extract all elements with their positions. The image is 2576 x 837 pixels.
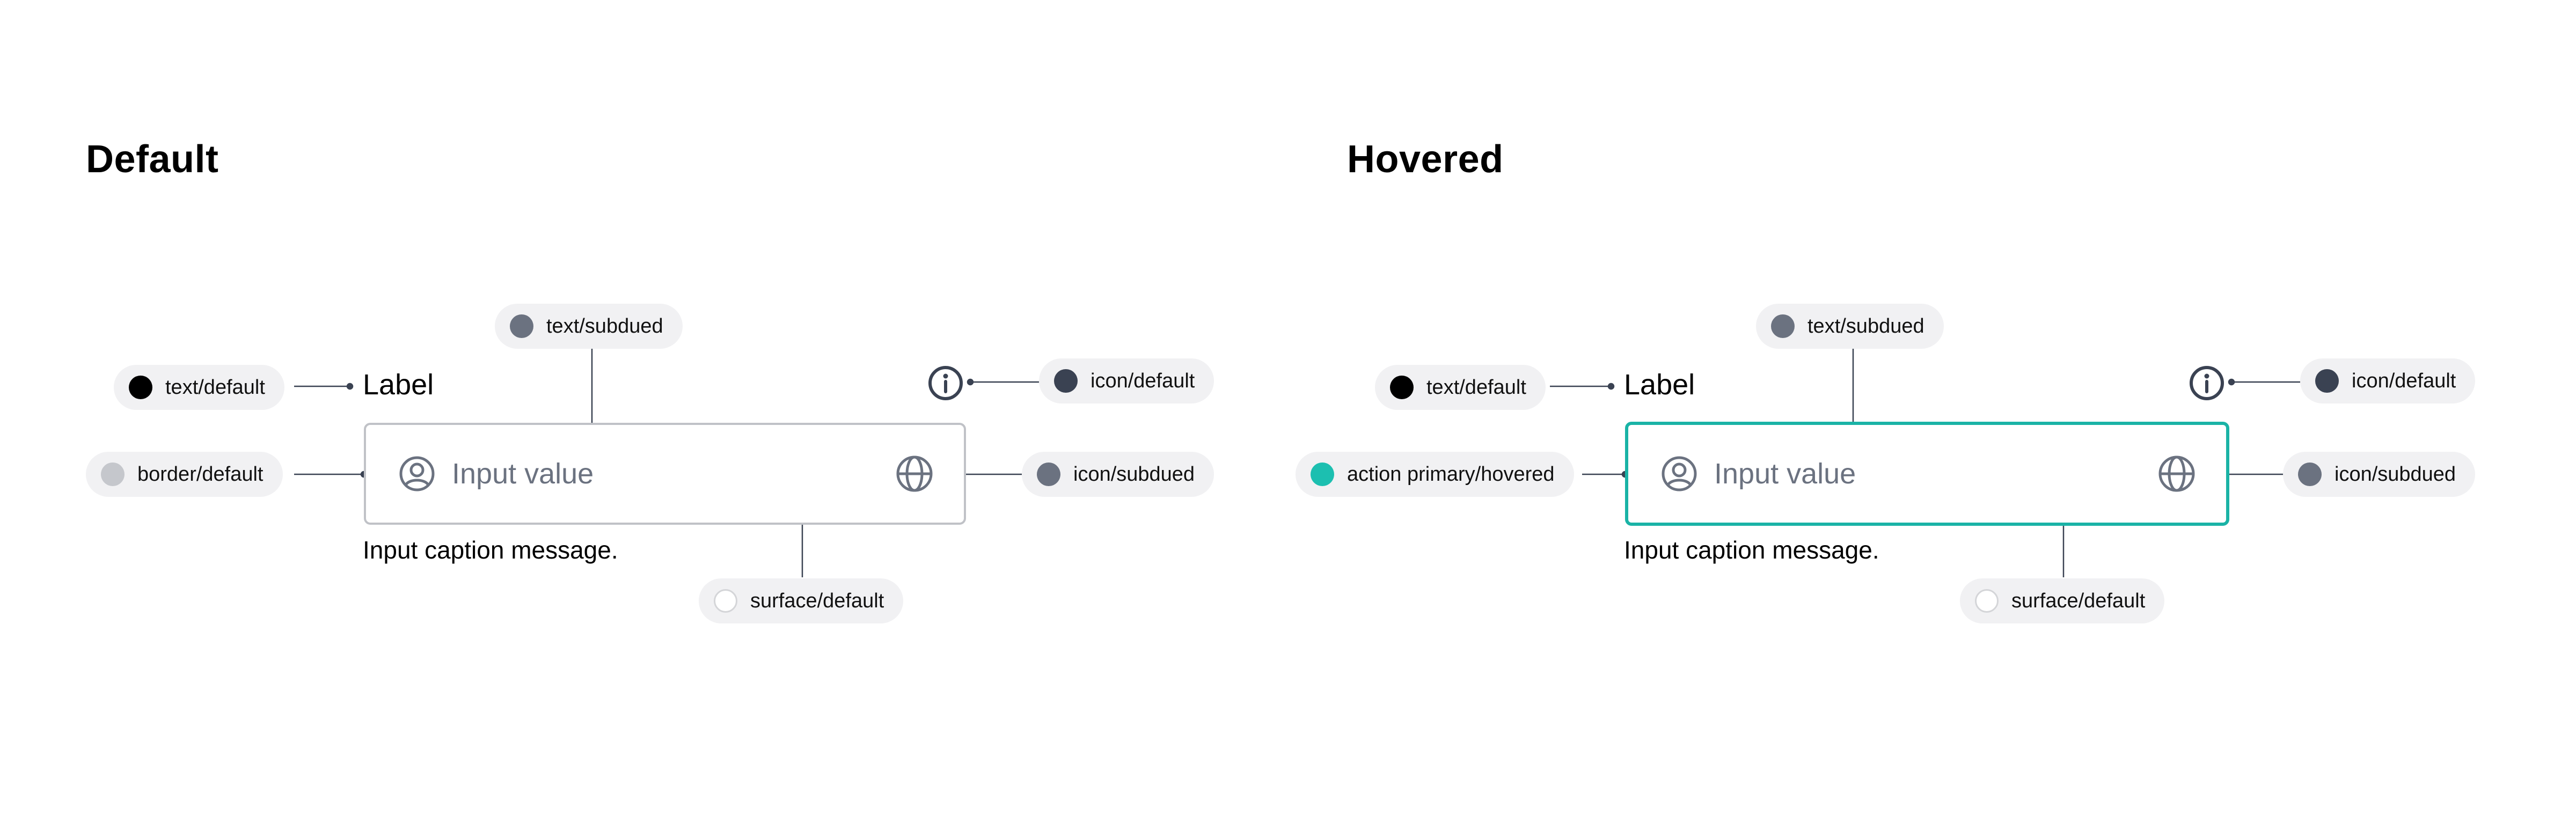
annotation-text-default: text/default [114, 365, 284, 410]
annotation-label: surface/default [2011, 589, 2146, 612]
swatch-icon-default [2315, 369, 2339, 393]
annotation-label: text/subdued [1807, 314, 1924, 337]
annotation-label: icon/default [2352, 369, 2456, 392]
swatch-text-subdued [510, 314, 533, 338]
swatch-text-default [129, 376, 152, 399]
field-label: Label [363, 369, 434, 401]
annotation-icon-subdued: icon/subdued [1022, 452, 1214, 497]
swatch-border-default [101, 462, 125, 486]
annotation-text-subdued: text/subdued [1756, 304, 1944, 349]
annotation-label: text/default [165, 376, 265, 399]
swatch-action-primary-hovered [1311, 462, 1334, 486]
annotation-lines [294, 348, 1039, 577]
swatch-text-default [1390, 376, 1414, 399]
text-input-hovered[interactable]: Input value [1625, 422, 2229, 526]
default-state-panel: Default text/default text/subdued border… [86, 138, 1214, 623]
annotation-border-default: border/default [86, 452, 283, 497]
swatch-text-subdued [1771, 314, 1795, 338]
user-icon [1662, 456, 1697, 491]
annotation-icon-default: icon/default [2300, 358, 2476, 403]
input-placeholder: Input value [452, 458, 594, 490]
annotation-lines [1550, 348, 2300, 577]
annotation-text-subdued: text/subdued [495, 304, 683, 349]
annotation-surface-default: surface/default [1960, 578, 2165, 623]
input-caption: Input caption message. [363, 536, 618, 564]
annotation-label: icon/subdued [1073, 462, 1195, 486]
info-icon[interactable] [2189, 365, 2225, 401]
field-label: Label [1624, 369, 1695, 401]
globe-icon[interactable] [2157, 454, 2196, 493]
info-icon[interactable] [927, 365, 964, 401]
swatch-surface-default [714, 589, 737, 613]
state-title: Hovered [1347, 138, 1504, 181]
annotation-icon-subdued: icon/subdued [2283, 452, 2476, 497]
annotation-action-primary-hovered: action primary/hovered [1296, 452, 1574, 497]
input-placeholder: Input value [1714, 458, 1856, 490]
swatch-icon-subdued [2298, 462, 2322, 486]
annotation-label: action primary/hovered [1347, 462, 1555, 486]
annotation-label: text/subdued [546, 314, 663, 337]
annotation-text-default: text/default [1375, 365, 1546, 410]
annotation-label: text/default [1426, 376, 1526, 399]
annotation-label: surface/default [750, 589, 884, 612]
input-caption: Input caption message. [1624, 536, 1879, 564]
globe-icon[interactable] [895, 454, 934, 493]
annotation-surface-default: surface/default [699, 578, 904, 623]
annotation-icon-default: icon/default [1039, 358, 1214, 403]
swatch-icon-subdued [1037, 462, 1060, 486]
annotation-label: icon/subdued [2334, 462, 2456, 486]
annotation-label: icon/default [1091, 369, 1195, 392]
swatch-surface-default [1975, 589, 1999, 613]
annotation-label: border/default [137, 462, 264, 486]
hovered-state-panel: Hovered text/default text/subdued action… [1267, 0, 2555, 837]
user-icon [399, 456, 435, 491]
text-input-default[interactable]: Input value [364, 423, 966, 525]
state-title: Default [86, 138, 219, 181]
swatch-icon-default [1054, 369, 1078, 393]
